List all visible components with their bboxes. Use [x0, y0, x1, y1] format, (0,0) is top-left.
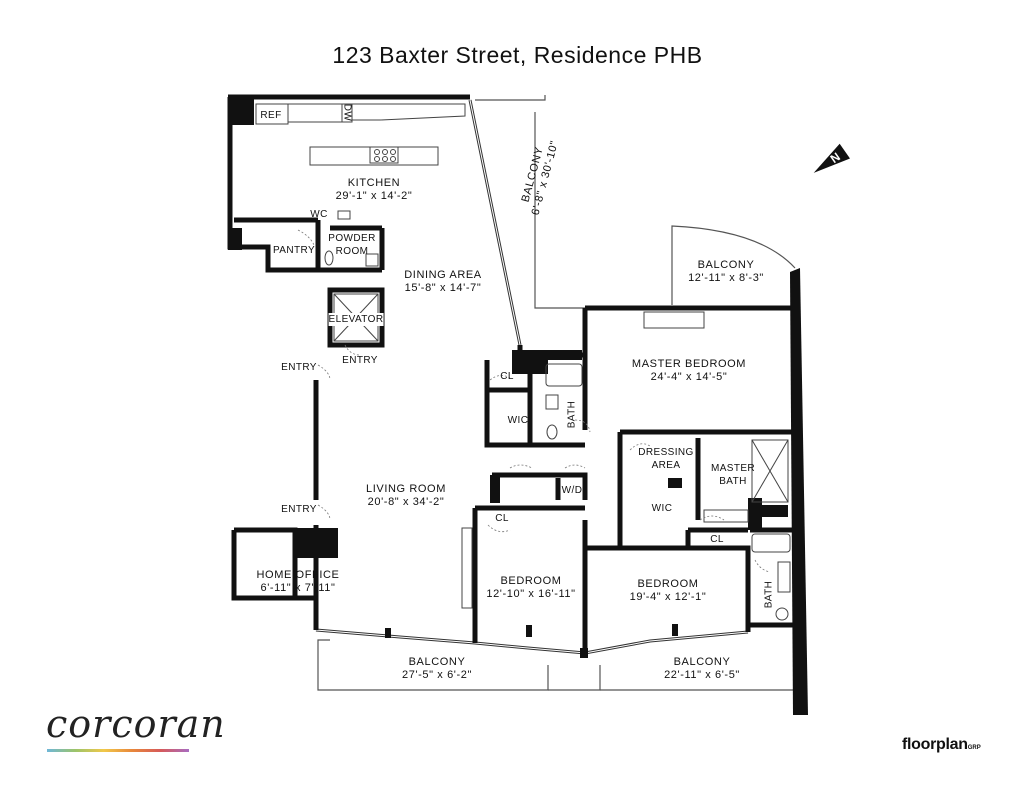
wic-hall-label: WIC [507, 415, 529, 426]
wd-label: W/D [561, 485, 583, 496]
kitchen-name: KITCHEN [347, 177, 401, 189]
balcony-outlines [317, 95, 796, 691]
corcoran-logo: corcoran [46, 702, 226, 746]
bath-bed2-label: BATH [763, 580, 775, 609]
wc-label: WC [310, 209, 328, 220]
living-label: LIVING ROOM 20'-8" x 34'-2" [366, 483, 446, 509]
bath-fixtures [461, 311, 791, 621]
floorplan-logo-text: floorplan [902, 736, 968, 753]
north-arrow-icon: N [813, 143, 850, 173]
living-name: LIVING ROOM [366, 483, 446, 495]
dressing-area-line2: AREA [651, 460, 681, 471]
bedroom1-name: BEDROOM [500, 575, 562, 587]
master-bedroom-name: MASTER BEDROOM [631, 358, 747, 370]
wic-master-label: WIC [651, 503, 673, 514]
bedroom1-label: BEDROOM 12'-10" x 16'-11" [486, 575, 575, 601]
entry-elevator-label: ENTRY [342, 355, 378, 366]
cl-bed1-label: CL [495, 513, 509, 524]
office-dimensions: 6'-11" x 7'-11" [260, 582, 336, 594]
powder-room-line2: ROOM [335, 246, 369, 257]
dressing-area-line1: DRESSING [638, 447, 694, 458]
master-bedroom-label: MASTER BEDROOM 24'-4" x 14'-5" [632, 358, 746, 384]
entry-left2-label: ENTRY [281, 504, 317, 515]
balcony-sw-label: BALCONY 27'-5" x 6'-2" [402, 656, 472, 682]
powder-room-line1: POWDER [328, 233, 376, 244]
window-glazing [315, 99, 749, 654]
master-bath-label: MASTER BATH [711, 462, 755, 488]
cl-bed2-label: CL [710, 534, 724, 545]
elevator-label: ELEVATOR [328, 313, 384, 326]
ref-label: REF [260, 110, 282, 121]
living-dimensions: 20'-8" x 34'-2" [367, 496, 445, 508]
balcony-sw-dimensions: 27'-5" x 6'-2" [402, 669, 472, 681]
kitchen-fixtures [255, 103, 466, 267]
balcony-se-name: BALCONY [673, 656, 731, 668]
page-title: 123 Baxter Street, Residence PHB [332, 42, 703, 68]
office-name: HOME OFFICE [256, 569, 340, 581]
kitchen-label: KITCHEN 29'-1" x 14'-2" [336, 177, 413, 203]
dining-label: DINING AREA 15'-8" x 14'-7" [404, 269, 482, 295]
bath-hall-label: BATH [566, 400, 578, 429]
floorplan-logo-sub: GRP [967, 745, 981, 751]
entry-left1-label: ENTRY [281, 362, 317, 373]
door-swings [297, 229, 771, 573]
balcony-master-dimensions: 12'-11" x 8'-3" [688, 272, 764, 284]
balcony-se-label: BALCONY 22'-11" x 6'-5" [664, 656, 740, 682]
walls [227, 94, 795, 653]
dining-name: DINING AREA [404, 269, 482, 281]
powder-room-label: POWDER ROOM [328, 232, 375, 258]
master-bath-line2: BATH [719, 476, 747, 487]
balcony-master-label: BALCONY 12'-11" x 8'-3" [688, 259, 764, 285]
balcony-se-dimensions: 22'-11" x 6'-5" [664, 669, 740, 681]
pantry-label: PANTRY [272, 245, 316, 256]
bedroom2-label: BEDROOM 19'-4" x 12'-1" [630, 578, 707, 604]
balcony-sw-name: BALCONY [408, 656, 466, 668]
balcony-master-name: BALCONY [697, 259, 755, 271]
office-label: HOME OFFICE 6'-11" x 7'-11" [257, 569, 340, 595]
dining-dimensions: 15'-8" x 14'-7" [404, 282, 482, 294]
bedroom2-name: BEDROOM [637, 578, 699, 590]
bedroom1-dimensions: 12'-10" x 16'-11" [486, 588, 576, 600]
bedroom2-dimensions: 19'-4" x 12'-1" [629, 591, 707, 603]
kitchen-dimensions: 29'-1" x 14'-2" [335, 190, 413, 202]
master-bedroom-dimensions: 24'-4" x 14'-5" [650, 371, 728, 383]
cl-hall-label: CL [500, 371, 514, 382]
floorplan-grp-logo: floorplanGRP [902, 736, 981, 754]
corcoran-color-bar [47, 749, 189, 752]
structural-columns [228, 97, 808, 715]
master-bath-line1: MASTER [710, 463, 756, 474]
dw-label: DW [341, 103, 353, 122]
dressing-area-label: DRESSING AREA [638, 446, 693, 472]
